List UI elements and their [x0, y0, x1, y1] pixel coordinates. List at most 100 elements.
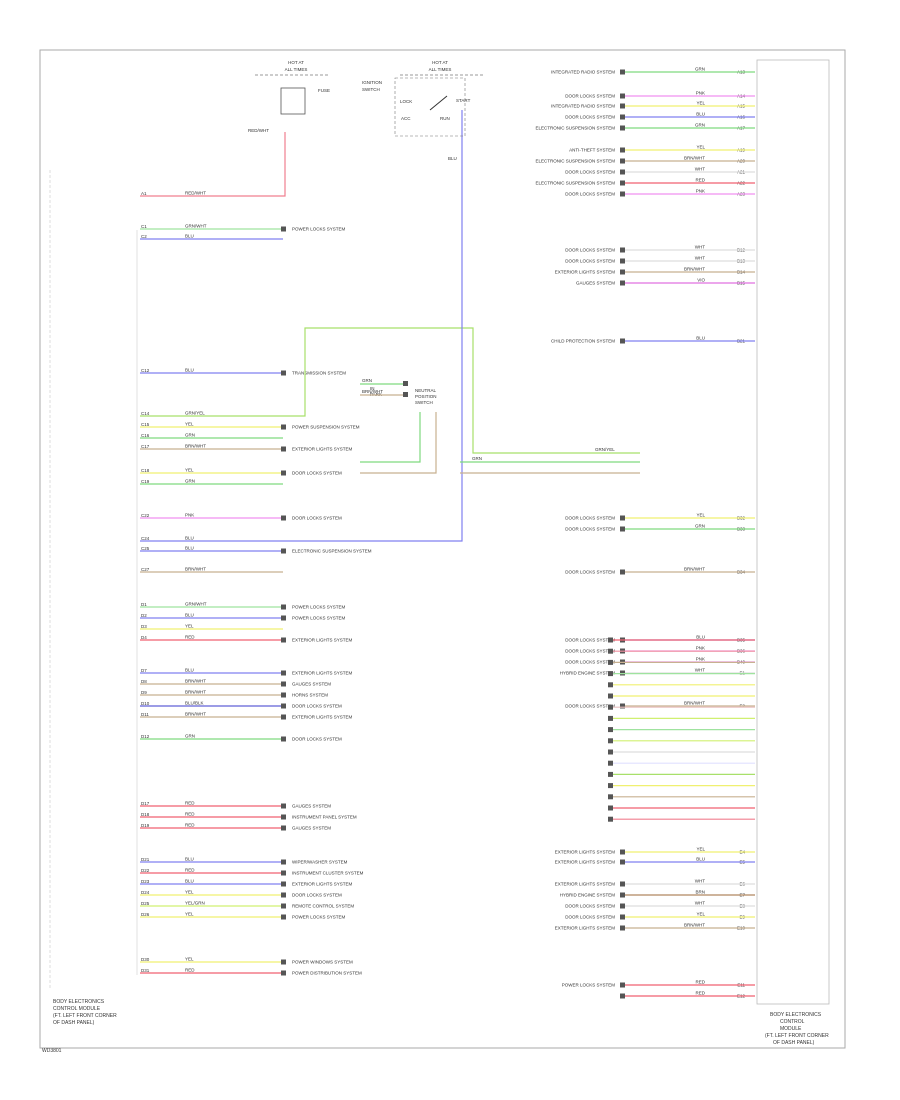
switch-position-label: START — [456, 98, 471, 103]
right-wire-target-label: DOOR LOCKS SYSTEM — [565, 516, 615, 521]
right-wire-color-label: GRN — [695, 524, 705, 529]
left-pin-label: C19 — [141, 479, 150, 484]
right-wire-color-label: PNK — [696, 91, 705, 96]
right-connector-terminal — [620, 69, 625, 75]
right-connector-terminal — [620, 982, 625, 988]
left-pin-label: D26 — [141, 912, 150, 917]
right-wire-target-label: CHILD PROTECTION SYSTEM — [551, 339, 615, 344]
left-pin-label: D4 — [141, 635, 147, 640]
ignition-switch-box — [394, 77, 466, 137]
left-connector-terminal — [281, 881, 286, 887]
right-wire-color-label: BRN/WHT — [684, 923, 705, 928]
right-wire-target-label: EXTERIOR LIGHTS SYSTEM — [555, 882, 616, 887]
left-pin-label: D22 — [141, 868, 150, 873]
fuse-box-right-line-1: HOT AT — [432, 60, 448, 65]
left-wire-color-label: RED — [185, 812, 195, 817]
right-wire-target-label: ELECTRONIC SUSPENSION SYSTEM — [535, 126, 615, 131]
left-wire-target-label: TRANSMISSION SYSTEM — [292, 371, 346, 376]
right-bundle-terminal — [608, 693, 613, 699]
right-bundle-terminal — [608, 771, 613, 777]
right-wire-target-label: DOOR LOCKS SYSTEM — [565, 638, 615, 643]
title-right-line-1: BODY ELECTRONICS — [770, 1012, 822, 1018]
left-pin-label: C22 — [141, 513, 150, 518]
fuse-box-left-line-1: HOT AT — [288, 60, 304, 65]
right-wire-color-label: BLU — [696, 336, 705, 341]
right-wire-target-label: EXTERIOR LIGHTS SYSTEM — [555, 926, 616, 931]
right-connector-terminal — [620, 892, 625, 898]
left-wire-color-label: GRN — [185, 479, 195, 484]
right-wire-target-label: ELECTRONIC SUSPENSION SYSTEM — [535, 159, 615, 164]
left-connector-terminal — [281, 370, 286, 376]
left-wire-target-label: DOOR LOCKS SYSTEM — [292, 471, 342, 476]
right-wire-color-label: PNK — [696, 657, 705, 662]
left-pin-label: C1 — [141, 224, 147, 229]
title-left-line-2: CONTROL MODULE — [53, 1006, 101, 1012]
right-wire-target-label: DOOR LOCKS SYSTEM — [565, 915, 615, 920]
fuse-box-right-line-2: ALL TIMES — [429, 67, 452, 72]
right-wire-color-label: WHT — [695, 668, 705, 673]
left-wire-target-label: GAUGES SYSTEM — [292, 682, 331, 687]
park-terminal — [403, 392, 408, 397]
left-connector-terminal — [281, 736, 286, 742]
right-wire-color-label: GRN — [695, 123, 705, 128]
left-wire-target-label: POWER LOCKS SYSTEM — [292, 227, 346, 232]
right-wire-target-label: DOOR LOCKS SYSTEM — [565, 192, 615, 197]
left-pin-label: D17 — [141, 801, 150, 806]
left-wire-color-label: YEL — [185, 468, 194, 473]
left-wire-color-label: RED — [185, 968, 195, 973]
right-connector-terminal — [620, 703, 625, 709]
left-wire-color-label: GRN/WHT — [185, 602, 207, 607]
left-wire-target-label: DOOR LOCKS SYSTEM — [292, 704, 342, 709]
left-connector-terminal — [281, 892, 286, 898]
left-pin-label: D7 — [141, 668, 147, 673]
left-wire-target-label: EXTERIOR LIGHTS SYSTEM — [292, 671, 353, 676]
left-pin-label: D9 — [141, 690, 147, 695]
right-bundle-terminal — [608, 671, 613, 677]
left-pin-label: D30 — [141, 957, 150, 962]
right-wire-target-label: HYBRID ENGINE SYSTEM — [560, 893, 616, 898]
left-wire-color-label: PNK — [185, 513, 194, 518]
park-out-label: GRN — [472, 456, 482, 461]
title-left-line-3: (FT. LEFT FRONT CORNER — [53, 1013, 117, 1019]
right-wire-target-label: DOOR LOCKS SYSTEM — [565, 660, 615, 665]
left-connector-terminal — [281, 424, 286, 430]
right-connector-terminal — [620, 180, 625, 186]
fuse-label: FUSE — [318, 88, 330, 93]
right-connector-terminal — [620, 993, 625, 999]
left-connector-terminal — [281, 615, 286, 621]
left-pin-label: D8 — [141, 679, 147, 684]
left-connector-terminal — [281, 803, 286, 809]
right-wire-target-label: EXTERIOR LIGHTS SYSTEM — [555, 850, 616, 855]
right-wire-target-label: DOOR LOCKS SYSTEM — [565, 170, 615, 175]
left-wire-color-label: YEL — [185, 957, 194, 962]
right-bundle-terminal — [608, 704, 613, 710]
left-wire-color-label: BLU — [185, 536, 194, 541]
left-connector-terminal — [281, 548, 286, 554]
switch-contact — [429, 95, 448, 111]
right-wire-color-label: WHT — [695, 879, 705, 884]
right-connector-terminal — [620, 925, 625, 931]
right-wire-target-label: DOOR LOCKS SYSTEM — [565, 94, 615, 99]
right-wire-color-label: PNK — [696, 189, 705, 194]
left-wire-color-label: YEL — [185, 624, 194, 629]
right-bundle-terminal — [608, 805, 613, 811]
right-connector-terminal — [620, 258, 625, 264]
switch-position-label: LOCK — [400, 99, 412, 104]
right-connector-terminal — [620, 849, 625, 855]
title-right-line-5: OF DASH PANEL) — [773, 1040, 815, 1046]
left-wire-target-label: ELECTRONIC SUSPENSION SYSTEM — [292, 549, 372, 554]
left-connector-terminal — [281, 903, 286, 909]
right-wire-target-label: INTEGRATED RADIO SYSTEM — [551, 70, 615, 75]
right-wire-target-label: ANTI-THEFT SYSTEM — [569, 148, 615, 153]
left-pin-label: D19 — [141, 823, 150, 828]
left-wire-target-label: POWER SUSPENSION SYSTEM — [292, 425, 360, 430]
left-pin-label: C14 — [141, 411, 150, 416]
left-wire-target-label: POWER WINDOWS SYSTEM — [292, 960, 353, 965]
right-wire-target-label: POWER LOCKS SYSTEM — [562, 983, 616, 988]
right-connector-terminal — [620, 103, 625, 109]
right-wire-target-label: DOOR LOCKS SYSTEM — [565, 649, 615, 654]
left-wire-color-label: YEL — [185, 912, 194, 917]
left-wire-target-label: EXTERIOR LIGHTS SYSTEM — [292, 447, 353, 452]
right-connector-terminal — [620, 338, 625, 344]
